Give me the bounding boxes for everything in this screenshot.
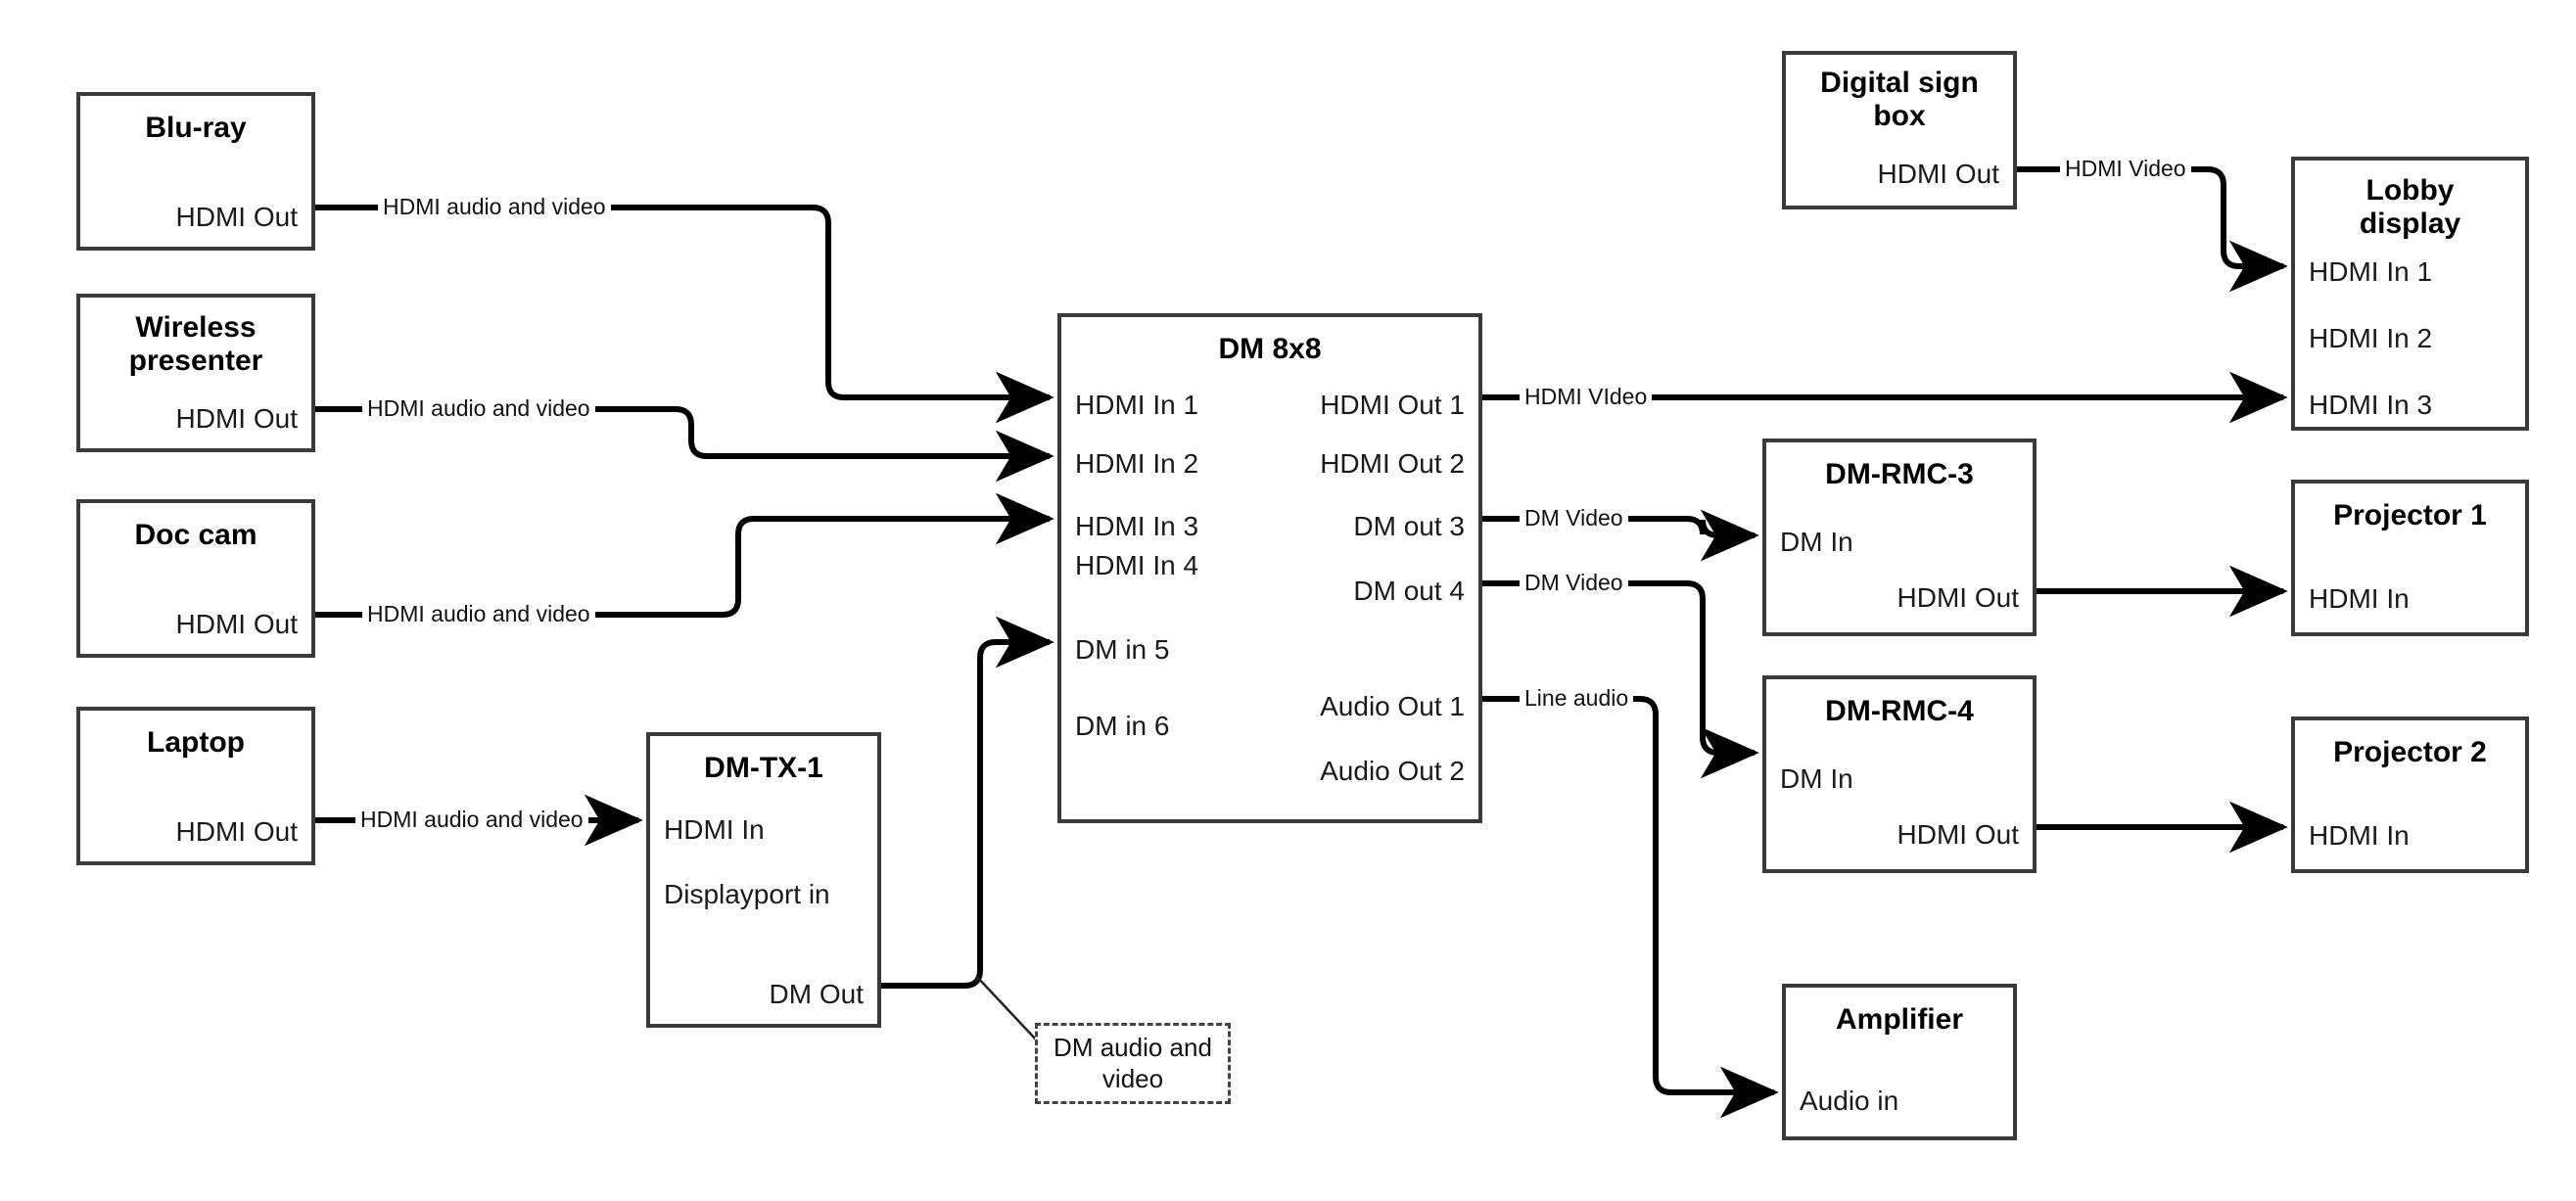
port-dm-8x8-audio-out-2: Audio Out 2 [1320, 756, 1465, 786]
node-title-dm-8x8: DM 8x8 [1218, 333, 1322, 365]
port-dm-8x8-dm-out-4: DM out 4 [1353, 576, 1465, 606]
node-blu-ray[interactable]: Blu-ray HDMI Out [76, 92, 315, 251]
node-amplifier[interactable]: Amplifier Audio in [1782, 984, 2017, 1140]
node-dm-rmc-4[interactable]: DM-RMC-4 DM In HDMI Out [1762, 675, 2037, 873]
port-dm-8x8-hdmi-in-2: HDMI In 2 [1075, 448, 1199, 479]
port-blu-ray-hdmi-out: HDMI Out [175, 202, 298, 232]
wire-label-bluray-to-dm-in1: HDMI audio and video [378, 196, 611, 218]
port-dm-8x8-hdmi-out-2: HDMI Out 2 [1320, 448, 1465, 479]
port-projector-1-hdmi-in: HDMI In [2309, 583, 2410, 614]
wire-audio-out1-to-amp [1482, 696, 1779, 1119]
node-title-dm-rmc-4: DM-RMC-4 [1825, 695, 1974, 727]
node-title-laptop: Laptop [147, 726, 245, 759]
node-title-blu-ray: Blu-ray [145, 112, 247, 144]
wire-dm-out4-to-rmc4 [1482, 580, 1759, 779]
port-dm-8x8-hdmi-in-1: HDMI In 1 [1075, 390, 1199, 420]
port-dm-8x8-hdmi-in-3: HDMI In 3 [1075, 511, 1199, 541]
node-title-projector-2: Projector 2 [2333, 736, 2487, 768]
port-dm-rmc-3-hdmi-out: HDMI Out [1897, 582, 2019, 613]
node-title-doc-cam: Doc cam [134, 519, 258, 551]
node-title-wireless-presenter: Wireless presenter [128, 311, 263, 377]
port-dm-8x8-dm-in-6: DM in 6 [1075, 711, 1170, 741]
wire-label-laptop-to-tx: HDMI audio and video [355, 808, 588, 831]
node-title-projector-1: Projector 1 [2333, 499, 2487, 531]
node-doc-cam[interactable]: Doc cam HDMI Out [76, 499, 315, 658]
node-title-dm-rmc-3: DM-RMC-3 [1825, 458, 1974, 490]
port-dm-tx-1-hdmi-in: HDMI In [664, 814, 765, 845]
node-title-digital-sign-box: Digital sign box [1820, 67, 1979, 132]
node-title-lobby-display: Lobby display [2359, 174, 2461, 240]
node-title-dm-tx-1: DM-TX-1 [704, 752, 823, 784]
wire-sign-to-lobby-in1 [2017, 166, 2288, 293]
port-dm-tx-1-dm-out: DM Out [769, 979, 864, 1009]
port-dm-tx-1-displayport-in: Displayport in [664, 879, 830, 909]
wire-label-dm-out3-to-rmc3: DM Video [1520, 507, 1628, 530]
port-digital-sign-box-hdmi-out: HDMI Out [1877, 159, 1999, 189]
port-dm-rmc-3-dm-in: DM In [1780, 527, 1853, 557]
port-lobby-display-hdmi-in-3: HDMI In 3 [2309, 390, 2433, 420]
node-dm-tx-1[interactable]: DM-TX-1 HDMI In Displayport in DM Out [646, 732, 881, 1028]
port-dm-8x8-dm-in-5: DM in 5 [1075, 634, 1170, 665]
node-projector-2[interactable]: Projector 2 HDMI In [2291, 716, 2529, 873]
wire-label-audio-out1-to-amp: Line audio [1520, 687, 1634, 710]
node-lobby-display[interactable]: Lobby display HDMI In 1 HDMI In 2 HDMI I… [2291, 157, 2529, 431]
port-amplifier-audio-in: Audio in [1800, 1086, 1899, 1116]
node-title-amplifier: Amplifier [1835, 1003, 1964, 1036]
port-doc-cam-hdmi-out: HDMI Out [175, 609, 298, 639]
port-dm-8x8-dm-out-3: DM out 3 [1353, 511, 1465, 541]
port-lobby-display-hdmi-in-1: HDMI In 1 [2309, 256, 2433, 287]
callout-text: DM audio and video [1054, 1033, 1212, 1093]
port-dm-8x8-hdmi-in-4: HDMI In 4 [1075, 550, 1199, 580]
wire-tx-to-dm-in5 [881, 616, 1054, 989]
port-laptop-hdmi-out: HDMI Out [175, 816, 298, 847]
node-projector-1[interactable]: Projector 1 HDMI In [2291, 480, 2529, 636]
node-wireless-presenter[interactable]: Wireless presenter HDMI Out [76, 294, 315, 452]
port-lobby-display-hdmi-in-2: HDMI In 2 [2309, 323, 2433, 353]
wire-label-wireless-to-dm-in2: HDMI audio and video [362, 397, 595, 420]
port-dm-rmc-4-hdmi-out: HDMI Out [1897, 819, 2019, 850]
node-digital-sign-box[interactable]: Digital sign box HDMI Out [1782, 51, 2017, 209]
wire-bluray-to-dm-in1 [315, 205, 1054, 424]
callout-dm-audio-and-video: DM audio and video [1035, 1023, 1231, 1104]
wire-label-dm-out1-to-lobby3: HDMI VIdeo [1520, 386, 1653, 408]
node-dm-rmc-3[interactable]: DM-RMC-3 DM In HDMI Out [1762, 439, 2037, 636]
port-projector-2-hdmi-in: HDMI In [2309, 820, 2410, 851]
wire-label-dm-out4-to-rmc4: DM Video [1520, 572, 1628, 594]
port-dm-rmc-4-dm-in: DM In [1780, 763, 1853, 794]
node-laptop[interactable]: Laptop HDMI Out [76, 707, 315, 865]
port-dm-8x8-audio-out-1: Audio Out 1 [1320, 691, 1465, 721]
port-dm-8x8-hdmi-out-1: HDMI Out 1 [1320, 390, 1465, 420]
node-dm-8x8[interactable]: DM 8x8 HDMI In 1 HDMI In 2 HDMI In 3 HDM… [1057, 313, 1482, 823]
port-wireless-presenter-hdmi-out: HDMI Out [175, 403, 298, 434]
wire-label-sign-to-lobby-in1: HDMI Video [2060, 158, 2191, 180]
wire-label-doccam-to-dm-in3: HDMI audio and video [362, 603, 595, 625]
